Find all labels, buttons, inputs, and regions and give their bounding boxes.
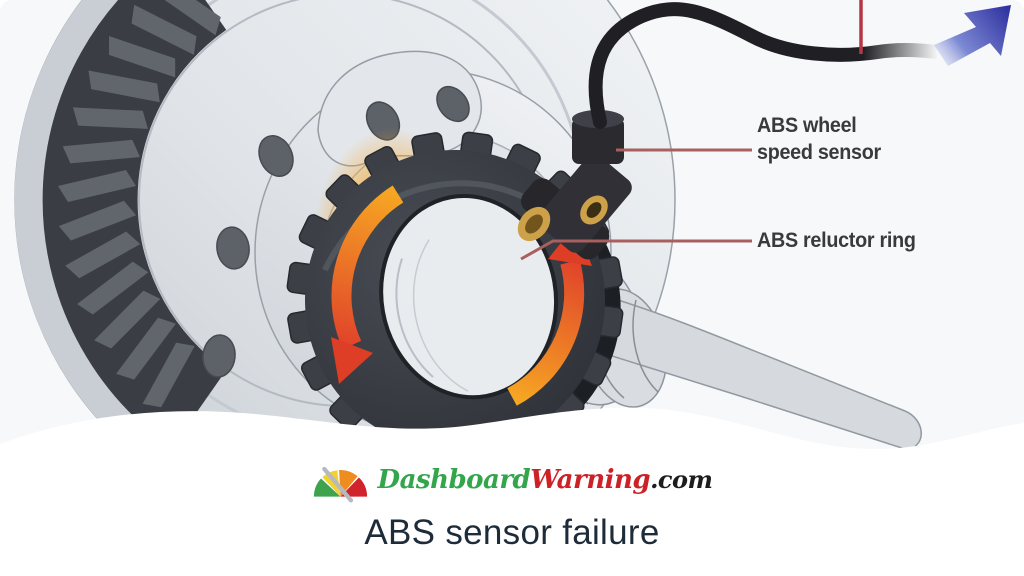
sensor-tip-brass xyxy=(517,206,551,242)
speedometer-gauge-icon xyxy=(313,466,367,503)
sensor-cable-icon xyxy=(588,2,943,129)
callout-label-reluctor-ring: ABS reluctor ring xyxy=(757,229,916,252)
abs-wheel-speed-sensor-icon xyxy=(517,110,632,260)
bolt-holes xyxy=(202,135,294,378)
brand-part-dashboard: Dashboard xyxy=(377,464,531,495)
rotation-arrow-left-icon xyxy=(331,185,404,384)
brand-part-warning: Warning xyxy=(530,464,651,495)
callout-label-line2: speed sensor xyxy=(757,141,881,164)
callout-label-line1: ABS wheel xyxy=(757,114,857,137)
wave-divider xyxy=(0,407,1024,576)
page-title: ABS sensor failure xyxy=(364,513,660,552)
direction-arrow-blue-icon xyxy=(934,5,1011,66)
gauge-needle xyxy=(321,466,353,503)
callout-label-wheel-speed-sensor: ABS wheel speed sensor xyxy=(757,112,881,166)
callout-line-reluctor-ring xyxy=(520,239,752,261)
sensor-bolt-bushing xyxy=(580,195,608,225)
brand-logo: DashboardWarning.com xyxy=(312,456,713,503)
footer: DashboardWarning.com ABS sensor failure xyxy=(0,456,1024,553)
brand-wordmark: DashboardWarning.com xyxy=(378,465,713,495)
brand-suffix-com: .com xyxy=(650,464,713,494)
